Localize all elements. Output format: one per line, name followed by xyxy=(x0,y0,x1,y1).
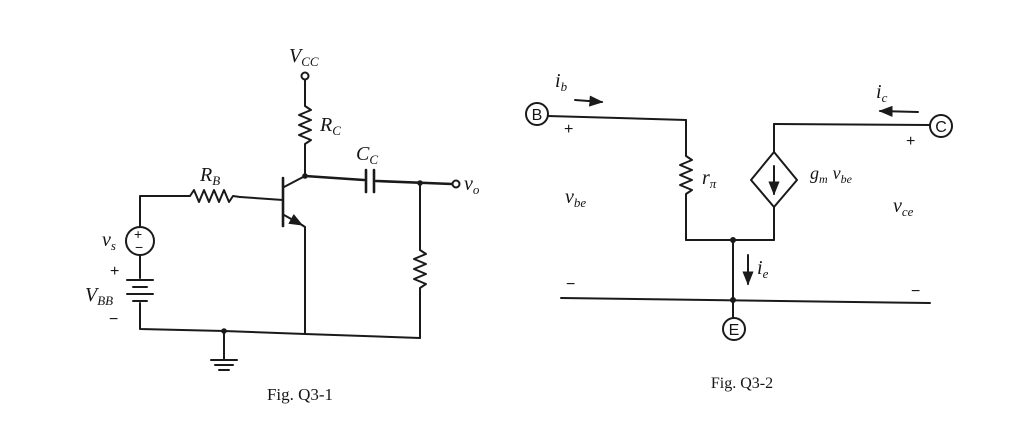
ic-arrow xyxy=(878,105,919,117)
fig-q3-2-caption: Fig. Q3-2 xyxy=(711,375,773,392)
base-input-wire xyxy=(547,115,687,121)
node-b-label: B xyxy=(532,107,543,124)
fig-q3-1-labels: VCC RC CC vo RB vs + − + VBB − Fig. Q3-1 xyxy=(85,45,480,404)
collector-lead xyxy=(283,175,306,188)
rb-label: RB xyxy=(199,164,220,188)
rc-label: RC xyxy=(319,114,341,138)
ie-label: ie xyxy=(757,257,769,281)
collector-output-wire xyxy=(773,123,931,126)
cc-output-wire xyxy=(374,179,454,186)
vcc-terminal xyxy=(300,71,310,81)
vs-minus-sign: − xyxy=(135,239,143,255)
rpi-label: rπ xyxy=(702,167,717,191)
ib-arrow xyxy=(574,95,604,107)
left-top-wire xyxy=(139,195,187,227)
fig-q3-1-caption: Fig. Q3-1 xyxy=(267,385,333,404)
vcc-label: VCC xyxy=(289,45,319,69)
vo-terminal xyxy=(451,179,461,189)
vs-label: vs xyxy=(102,229,116,253)
vbe-label: vbe xyxy=(565,186,586,210)
rl-resistor xyxy=(413,245,427,293)
fig-q3-1-circuit xyxy=(125,71,461,371)
vbb-minus-sign: − xyxy=(109,311,118,328)
vbb-label: VBB xyxy=(85,284,113,308)
vbe-minus-sign: − xyxy=(566,276,575,293)
node-c-circle xyxy=(929,114,953,138)
vo-label: vo xyxy=(464,173,480,197)
fig-q3-2-circuit xyxy=(525,95,953,341)
emitter-arrow xyxy=(283,213,304,226)
rb-resistor xyxy=(185,189,241,203)
vbb-plus-sign: + xyxy=(110,263,119,280)
vbe-plus-sign: + xyxy=(564,121,573,138)
node-c-label: C xyxy=(935,119,947,136)
ground-rail xyxy=(139,302,421,339)
vce-plus-sign: + xyxy=(906,133,915,150)
ic-label: ic xyxy=(876,81,888,105)
cc-label: CC xyxy=(356,143,378,167)
node-e-label: E xyxy=(729,322,740,339)
node-b-circle xyxy=(525,102,549,126)
vs-plus-sign: + xyxy=(134,226,142,242)
ib-label: ib xyxy=(555,70,568,94)
rpi-resistor xyxy=(679,151,693,199)
node-e-circle xyxy=(722,317,746,341)
rc-resistor xyxy=(298,101,312,149)
base-wire xyxy=(239,196,284,201)
ground-reference-line xyxy=(560,297,931,304)
vce-label: vce xyxy=(893,195,914,219)
dependent-source-diamond-icon xyxy=(750,151,798,208)
vce-minus-sign: − xyxy=(911,283,920,300)
collector-cc-wire xyxy=(303,174,366,182)
